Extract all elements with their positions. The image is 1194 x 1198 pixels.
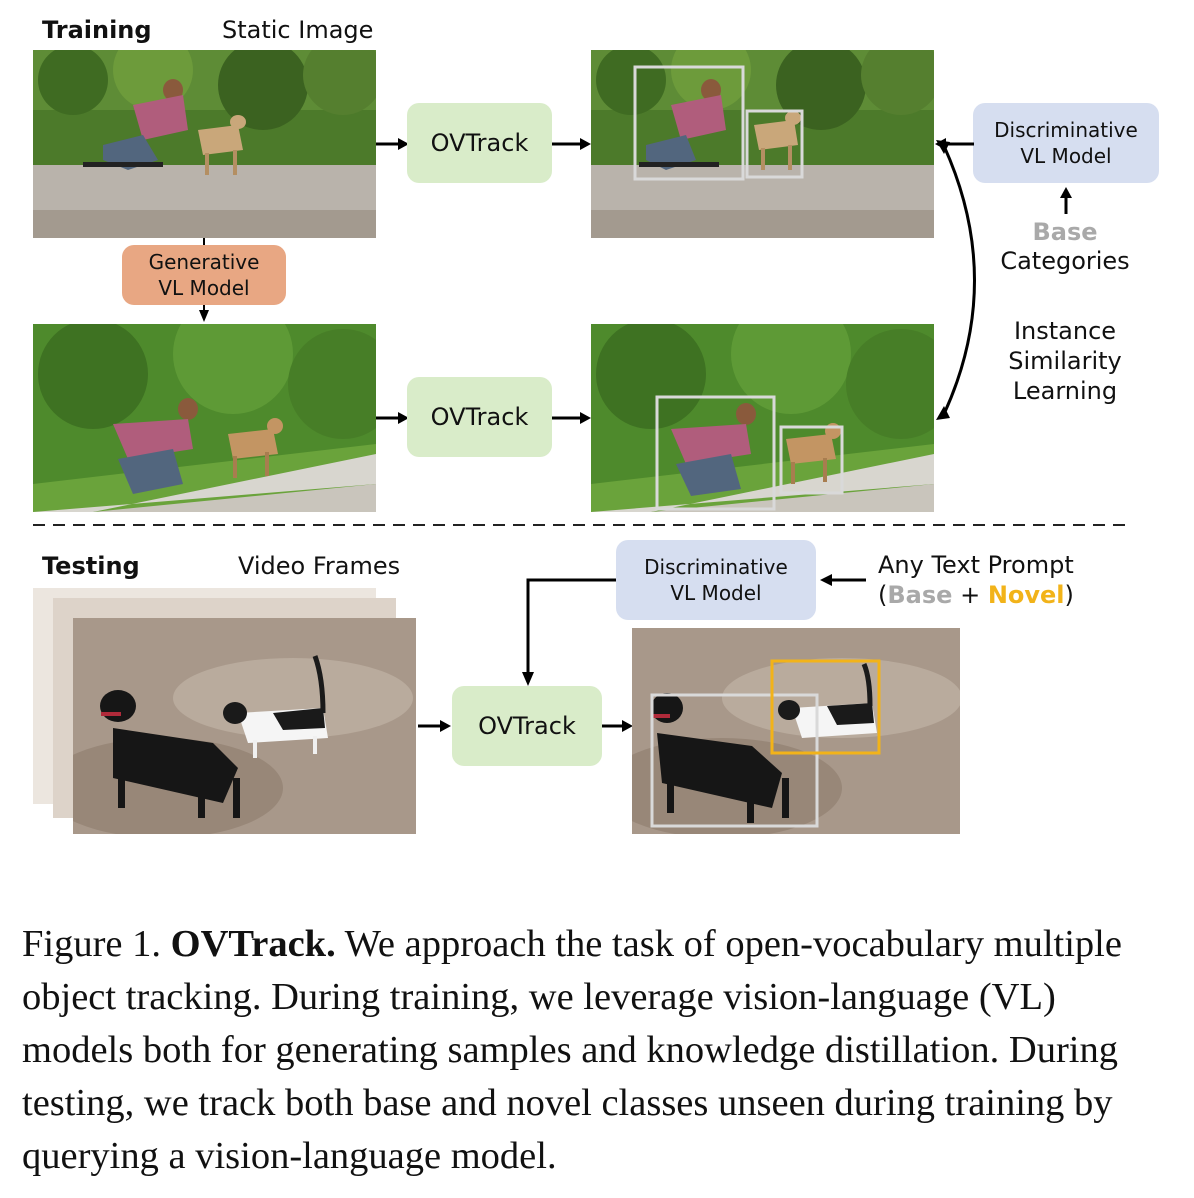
isl-line3: Learning	[1012, 377, 1118, 405]
prompt-novel: Novel	[987, 581, 1065, 609]
arrow-ovtrack-to-test-output	[602, 720, 633, 732]
ovtrack-box-training-top: OVTrack	[407, 103, 552, 183]
figure-caption: Figure 1. OVTrack. We approach the task …	[22, 918, 1172, 1183]
arrow-static-to-ovtrack	[376, 138, 409, 150]
prompt-line2: (Base + Novel)	[878, 580, 1074, 610]
disc-test-line1: Discriminative	[644, 555, 788, 579]
arrow-frames-to-ovtrack	[418, 720, 451, 732]
gen-line1: Generative	[148, 250, 260, 274]
arrow-prompt-to-disc	[820, 574, 866, 586]
discriminative-model-training: Discriminative VL Model	[973, 103, 1159, 183]
instance-similarity-curve-arrow	[936, 140, 976, 420]
categories-word: Categories	[1000, 247, 1130, 275]
testing-output-frame	[632, 628, 960, 834]
text-prompt: Any Text Prompt (Base + Novel)	[878, 550, 1074, 610]
training-title: Training	[42, 16, 152, 44]
testing-title: Testing	[42, 552, 140, 580]
section-divider	[33, 524, 1133, 526]
training-output-top	[591, 50, 934, 238]
discriminative-model-testing: Discriminative VL Model	[616, 540, 816, 620]
arrow-categories-to-disc	[1060, 187, 1072, 214]
prompt-open: (	[878, 581, 888, 609]
instance-similarity-learning: Instance Similarity Learning	[990, 316, 1140, 406]
prompt-plus: +	[952, 581, 988, 609]
video-frames-label: Video Frames	[238, 552, 401, 580]
disc-test-line2: VL Model	[670, 581, 762, 605]
ovtrack-box-testing: OVTrack	[452, 686, 602, 766]
gen-line2: VL Model	[158, 276, 250, 300]
video-frame-front	[73, 618, 416, 834]
prompt-line1: Any Text Prompt	[878, 551, 1074, 579]
disc-train-line2: VL Model	[1020, 144, 1112, 168]
prompt-base: Base	[887, 581, 953, 609]
base-word-training: Base	[1032, 218, 1098, 246]
arrow-ovtrack-to-output-bottom	[552, 412, 591, 424]
disc-train-line1: Discriminative	[994, 118, 1138, 142]
caption-figure-label: Figure 1.	[22, 923, 162, 965]
ovtrack-box-training-bottom: OVTrack	[407, 377, 552, 457]
arrow-disc-to-ovtrack-testing	[522, 578, 616, 686]
prompt-close: )	[1064, 581, 1074, 609]
static-training-image	[33, 50, 376, 238]
caption-body: We approach the task of open-vocabulary …	[22, 923, 1122, 1177]
generated-training-image	[33, 324, 376, 512]
generative-model: Generative VL Model	[122, 245, 286, 305]
caption-bold-title: OVTrack.	[170, 923, 336, 965]
static-image-label: Static Image	[222, 16, 374, 44]
arrow-generated-to-ovtrack	[376, 412, 409, 424]
training-output-bottom	[591, 324, 934, 512]
isl-line2: Similarity	[1008, 347, 1122, 375]
arrow-ovtrack-to-output-top	[552, 138, 591, 150]
isl-line1: Instance	[1013, 317, 1117, 345]
